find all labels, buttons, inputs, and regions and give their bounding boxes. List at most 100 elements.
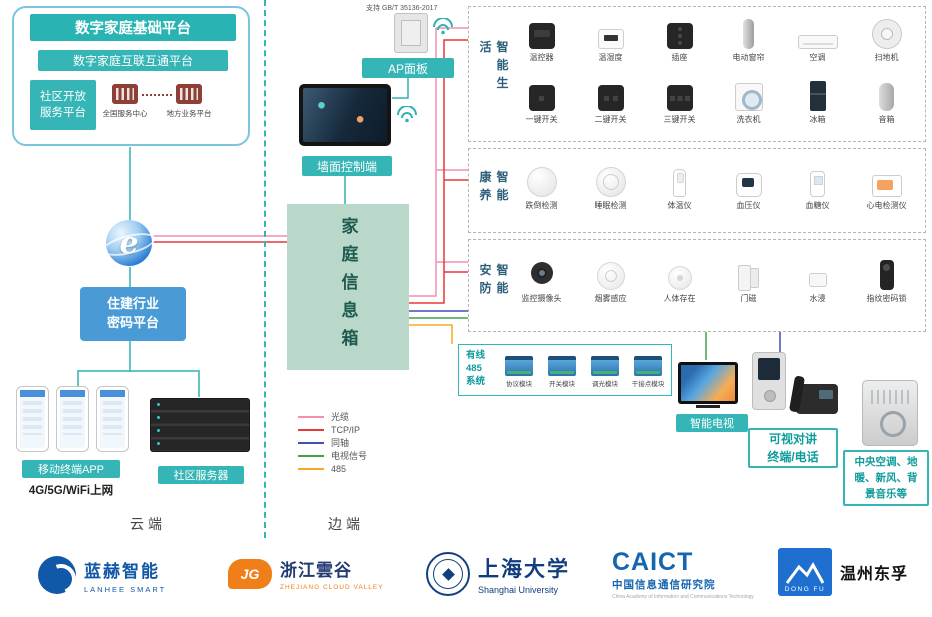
legend-label: TCP/IP — [331, 424, 361, 435]
device-label: 二键开关 — [594, 115, 627, 124]
fall-detector-icon — [526, 167, 557, 197]
device-label: 水浸 — [809, 294, 826, 303]
switch-1key-icon — [528, 85, 555, 111]
device-label: 睡眠检测 — [594, 201, 627, 210]
device-label: 血糖仪 — [805, 201, 830, 210]
cloud-valley-name-en: ZHEJIANG CLOUD VALLEY — [280, 584, 384, 591]
device-label: 跌倒检测 — [525, 201, 558, 210]
cloud-zone-label: 云端 — [130, 516, 166, 532]
device-label: 监控摄像头 — [521, 294, 562, 303]
community-open-platform: 社区开放 服务平台 — [30, 80, 96, 130]
mobile-phones-group — [16, 386, 129, 452]
device-label: 音箱 — [878, 115, 895, 124]
device-label: 温湿度 — [598, 53, 623, 62]
device-presence-sensor: 人体存在 — [645, 256, 714, 304]
legend-item: 电视信号 — [298, 449, 367, 462]
edge-zone-label: 边端 — [328, 516, 364, 532]
video-intercom-icon — [752, 352, 786, 410]
phone-icon — [96, 386, 129, 452]
lanhee-name-en: LANHEE SMART — [84, 584, 167, 594]
module-label: 干接点模块 — [631, 381, 665, 388]
legend-item: 光缆 — [298, 410, 367, 423]
dimmer-module-icon — [591, 356, 619, 376]
device-thermostat: 温控器 — [507, 15, 576, 63]
device-label: 一键开关 — [525, 115, 558, 124]
community-open-line1: 社区开放 — [40, 90, 86, 103]
lanhee-logo-icon — [38, 556, 76, 594]
lanhee-logo: 蓝赫智能 LANHEE SMART — [38, 556, 166, 594]
legend-swatch-485 — [298, 467, 324, 470]
device-thermometer: 体温仪 — [645, 163, 714, 211]
mobile-network-label: 4G/5G/WiFi上网 — [28, 485, 114, 497]
device-label: 指纹密码锁 — [866, 294, 907, 303]
smart-security-panel: 智能安防 监控摄像头 烟雾感应 人体存在 门磁 水浸 指纹密码锁 — [468, 239, 926, 332]
camera-icon — [528, 262, 556, 290]
legend-swatch-tcpip — [298, 428, 324, 431]
password-platform-box: 住建行业 密码平台 — [80, 287, 186, 341]
caict-wordmark: CAICT — [612, 548, 694, 576]
smart-life-panel: 智能生活 温控器 温湿度 插座 电动窗帘 空调 扫地机 一键开关 — [468, 6, 926, 142]
temp-humidity-icon — [597, 29, 624, 49]
legend-label: 485 — [331, 463, 347, 474]
device-label: 人体存在 — [663, 294, 696, 303]
national-center-icon — [112, 84, 138, 104]
module-protocol: 协议模块 — [499, 350, 539, 388]
legend-item: TCP/IP — [298, 423, 367, 436]
dotted-connector — [142, 94, 172, 96]
device-air-conditioner: 空调 — [783, 15, 852, 63]
cloud-valley-name-cn: 浙江雲谷 — [280, 561, 352, 580]
device-label: 门磁 — [740, 294, 757, 303]
smoke-sensor-icon — [596, 262, 625, 290]
device-switch-1key: 一键开关 — [507, 77, 576, 125]
central-ac-line2: 暖、新风、背 — [854, 471, 918, 484]
shanghai-university-emblem-icon — [426, 552, 470, 596]
device-label: 烟雾感应 — [594, 294, 627, 303]
line-legend: 光缆 TCP/IP 同轴 电视信号 485 — [298, 410, 367, 475]
intercom-line2: 终端/电话 — [767, 450, 819, 464]
central-ac-icon — [862, 380, 918, 446]
device-label: 心电检测仪 — [866, 201, 907, 210]
legend-label: 光缆 — [331, 412, 350, 422]
national-center-label: 全国服务中心 — [102, 109, 148, 118]
switch-3key-icon — [666, 85, 693, 111]
wired-485-title-line3: 系统 — [466, 375, 486, 387]
intercom-line1: 可视对讲 — [768, 432, 817, 446]
desk-phone-icon — [796, 384, 838, 414]
device-ecg-monitor: 心电检测仪 — [852, 163, 921, 211]
device-curtain-motor: 电动窗帘 — [714, 15, 783, 63]
device-label: 空调 — [809, 53, 826, 62]
door-sensor-icon — [736, 264, 762, 291]
protocol-module-icon — [505, 356, 533, 376]
module-dimmer: 调光模块 — [585, 350, 625, 388]
ap-panel-icon — [394, 13, 428, 53]
wired-485-title-line2: 485 — [466, 362, 482, 374]
legend-label: 同轴 — [331, 438, 350, 448]
device-label: 插座 — [671, 53, 688, 62]
module-dry-contact: 干接点模块 — [628, 350, 668, 388]
dry-contact-module-icon — [634, 356, 662, 376]
thermometer-icon — [673, 169, 686, 197]
glucose-meter-icon — [810, 171, 825, 197]
local-platform-icon — [176, 84, 202, 104]
cloud-platform-group: 数字家庭基础平台 数字家庭互联互通平台 社区开放 服务平台 全国服务中心 地方业… — [12, 6, 250, 146]
device-switch-2key: 二键开关 — [576, 77, 645, 125]
fingerprint-lock-icon — [879, 260, 894, 290]
device-label: 电动窗帘 — [732, 53, 765, 62]
device-fingerprint-lock: 指纹密码锁 — [852, 256, 921, 304]
ecg-monitor-icon — [871, 175, 902, 197]
wired-485-title: 有线 485 系统 — [466, 350, 485, 388]
air-conditioner-icon — [797, 35, 838, 49]
smart-security-title: 智能安防 — [478, 262, 509, 299]
curtain-motor-icon — [743, 19, 754, 49]
device-fall-detector: 跌倒检测 — [507, 163, 576, 211]
home-info-box-label: 家庭信息箱 — [338, 217, 358, 357]
home-info-box: 家庭信息箱 — [287, 204, 409, 370]
community-server-icon — [150, 398, 250, 452]
module-label: 开关模块 — [549, 381, 575, 388]
shanghai-university-name-cn: 上海大学 — [478, 557, 570, 581]
switch-2key-icon — [597, 85, 624, 111]
cloud-edge-divider — [264, 0, 266, 538]
dongfu-logo: DONG FU 温州东孚 — [778, 548, 908, 596]
wall-control-icon — [299, 84, 391, 146]
device-switch-3key: 三键开关 — [645, 77, 714, 125]
